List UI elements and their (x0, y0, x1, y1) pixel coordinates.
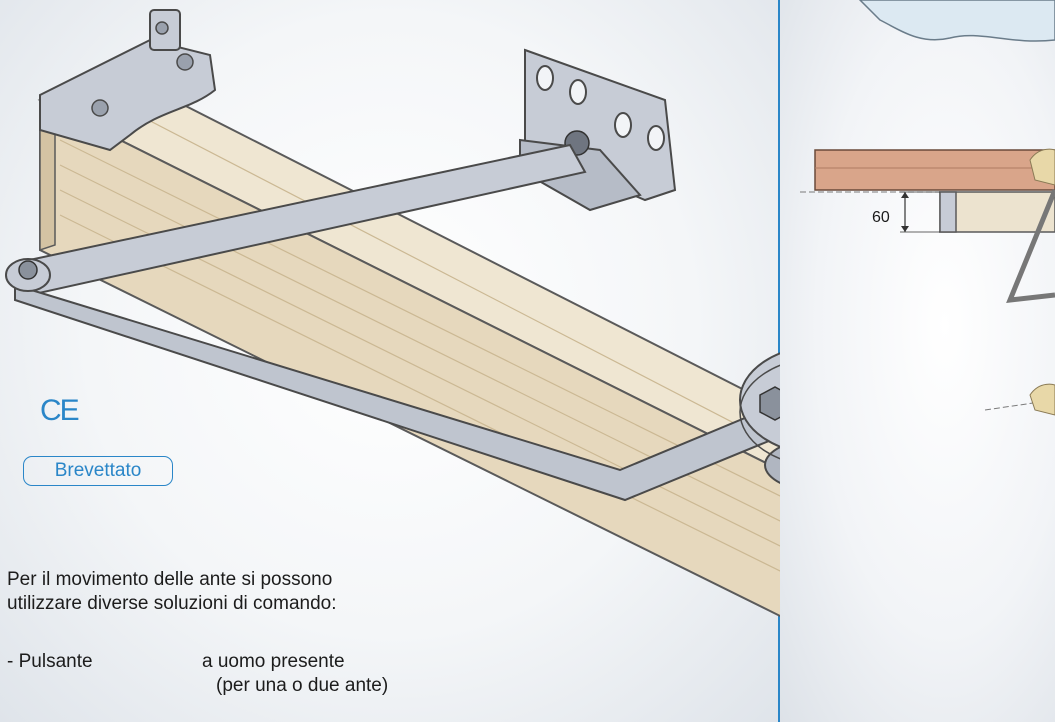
patent-badge: Brevettato (23, 456, 173, 486)
right-panel-background (780, 0, 1055, 722)
description-line: Per il movimento delle ante si possono (7, 569, 333, 590)
option-value: a uomo presente (per una o due ante) (202, 650, 388, 698)
dimension-label: 60 (872, 209, 890, 226)
option-value-line: (per una o due ante) (216, 675, 389, 696)
description-text: Per il movimento delle ante si possono u… (7, 568, 477, 616)
option-value-line: a uomo presente (202, 651, 345, 672)
description-line: utilizzare diverse soluzioni di comando: (7, 593, 337, 614)
ce-mark-icon: CE (40, 394, 80, 427)
option-key: - Pulsante (7, 651, 93, 672)
gate-operator-illustration (5, 9, 780, 618)
